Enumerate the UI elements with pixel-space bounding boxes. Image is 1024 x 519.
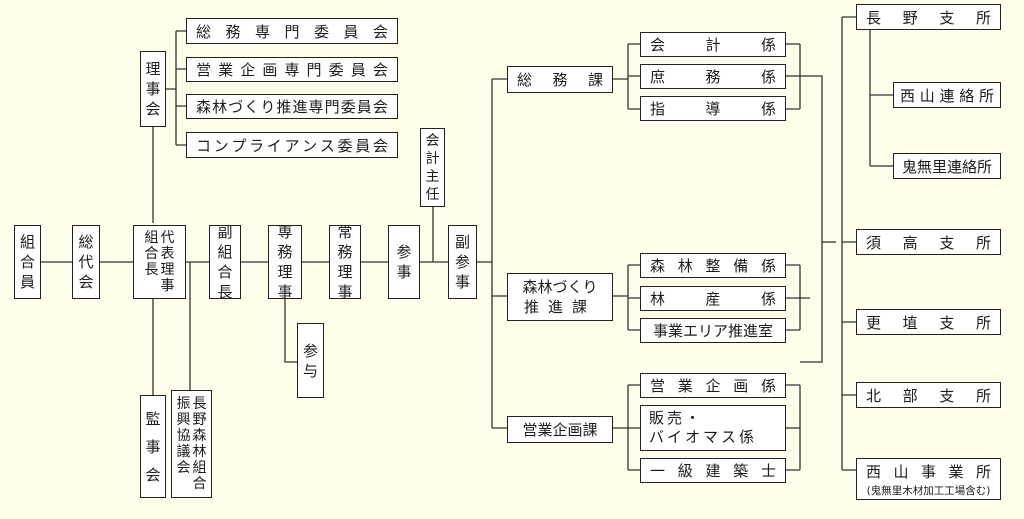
section-shomu: 庶務係 [640,64,786,89]
branch-koshoku-label: 更埴支所 [866,313,991,332]
section-kikaku: 営業企画係 [640,373,786,398]
branch-nishiyama-renraku: 西山連絡所 [893,82,1001,108]
daihyo-riji-label: 代表理事 [160,230,175,294]
fuku-sanji-label: 副参事 [454,233,470,291]
section-hanbai-line1: 販売・ [649,409,704,427]
kumiaiin-label: 組合員 [19,233,35,291]
branch-nagano: 長野支所 [856,4,1001,30]
branch-nishiyama-jigyo: 西山事業所 (鬼無里木材加工工場含む) [856,458,1001,500]
section-seibi: 森林整備係 [640,253,786,278]
jomu-riji-label: 常務理事 [337,225,353,299]
branch-suzaka: 須高支所 [856,229,1001,255]
box-kumiaiin: 組合員 [14,225,41,299]
box-senmu-riji: 専務理事 [268,225,302,299]
branch-koshoku: 更埴支所 [856,309,1001,335]
section-area: 事業エリア推進室 [640,318,786,343]
kanjikai-label: 監事会 [145,409,161,484]
section-area-label: 事業エリア推進室 [652,322,773,340]
branch-kinasa-renraku-label: 鬼無里連絡所 [901,157,992,176]
section-rinsan: 林産係 [640,286,786,311]
committee-compliance-label: コンプライアンス委員会 [196,136,388,155]
sodaikai-label: 総代会 [78,233,94,291]
section-shomu-label: 庶務係 [650,68,776,86]
box-kaikei-shunin: 会計主任 [420,128,445,207]
committee-eigyo-label: 営業企画専門委員会 [196,61,388,79]
section-kenchiku-label: 一級建築士 [650,462,776,480]
branch-suzaka-label: 須高支所 [866,233,991,252]
box-sanyo: 参与 [297,323,324,398]
branch-nishiyama-jigyo-note: (鬼無里木材加工工場含む) [866,484,991,497]
dept-eigyo-label: 営業企画課 [522,421,598,439]
section-seibi-label: 森林整備係 [650,257,776,275]
dept-shinrin: 森林づくり 推進課 [507,273,613,321]
kumiaicho-label: 組合長 [144,230,159,278]
branch-nishiyama-jigyo-label: 西山事業所 [866,462,991,481]
section-kaikei: 会計係 [640,32,786,57]
kaikei-shunin-label: 会計主任 [425,132,440,203]
committee-shinrin: 森林づくり推進専門委員会 [186,94,398,119]
box-fuku-sanji: 副参事 [448,225,477,299]
section-kaikei-label: 会計係 [650,36,776,54]
dept-somu-label: 総務課 [517,71,603,89]
sanyo-label: 参与 [302,341,318,380]
section-shido: 指導係 [640,96,786,121]
box-fuku-kumiaicho: 副組合長 [209,225,241,299]
section-rinsan-label: 林産係 [650,290,776,308]
fuku-kumiaicho-label: 副組合長 [217,225,233,299]
box-jomu-riji: 常務理事 [329,225,361,299]
sanji-label: 参事 [396,243,412,281]
box-shinko-kyogikai: 長野森林組合 振興協議会 [171,390,212,498]
section-kikaku-label: 営業企画係 [650,377,776,395]
committee-shinrin-label: 森林づくり推進専門委員会 [196,98,388,116]
dept-somu: 総務課 [507,66,613,93]
rijikai-label: 理事会 [145,60,161,118]
shinko-col2-label: 振興協議会 [176,396,191,476]
branch-hokubu-label: 北部支所 [866,386,991,405]
shinko-col1-label: 長野森林組合 [192,396,207,492]
box-sodaikai: 総代会 [72,225,100,299]
dept-shinrin-line1: 森林づくり [522,278,598,296]
section-kenchiku: 一級建築士 [640,458,786,483]
section-hanbai: 販売・ バイオマス係 [640,405,786,451]
committee-eigyo: 営業企画専門委員会 [186,57,398,82]
senmu-riji-label: 専務理事 [277,225,293,299]
box-rijikai: 理事会 [140,51,166,127]
committee-compliance: コンプライアンス委員会 [186,132,398,158]
box-sanji: 参事 [388,225,420,299]
section-hanbai-line2: バイオマス係 [649,428,758,446]
box-kanjikai: 監事会 [140,395,166,498]
committee-somu-label: 総務専門委員会 [196,22,388,41]
branch-kinasa-renraku: 鬼無里連絡所 [893,153,1001,179]
box-daihyo-riji-kumiaicho: 代表理事 組合長 [133,225,186,299]
branch-nishiyama-renraku-label: 西山連絡所 [900,86,994,105]
dept-shinrin-line2: 推進課 [523,298,596,316]
section-shido-label: 指導係 [650,100,776,118]
dept-eigyo: 営業企画課 [507,416,613,443]
committee-somu: 総務専門委員会 [186,18,398,44]
branch-hokubu: 北部支所 [856,382,1001,408]
branch-nagano-label: 長野支所 [866,8,991,27]
